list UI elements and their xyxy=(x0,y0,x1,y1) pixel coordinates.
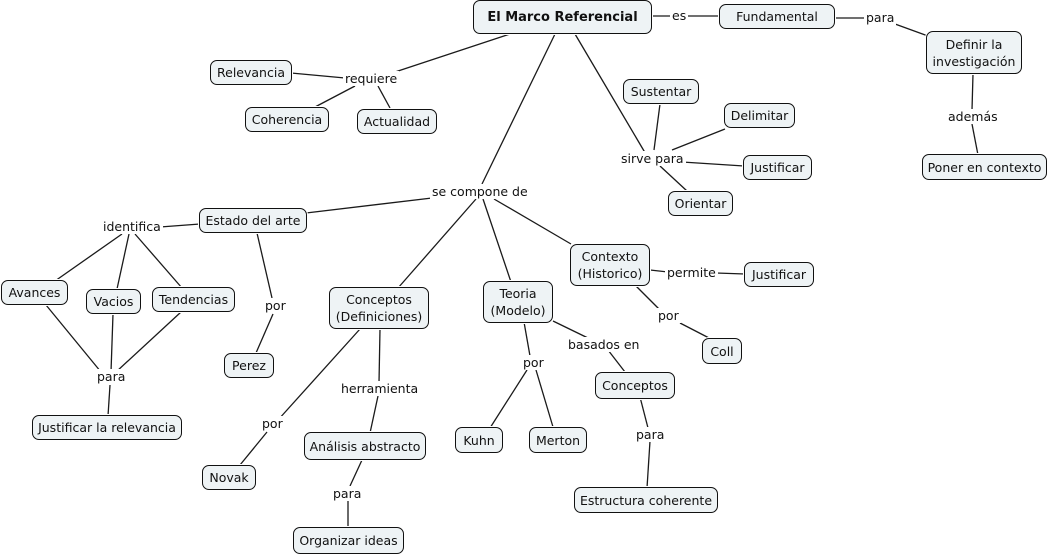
edge xyxy=(116,233,130,290)
link-por-teoria: por xyxy=(521,355,546,370)
concept-merton[interactable]: Merton xyxy=(529,427,587,453)
edge xyxy=(314,85,356,108)
edge xyxy=(107,384,111,417)
edge xyxy=(894,23,929,37)
edge xyxy=(397,198,477,289)
concept-vacios[interactable]: Vacios xyxy=(86,289,141,314)
concept-novak[interactable]: Novak xyxy=(202,465,256,490)
edge xyxy=(681,161,745,167)
concept-fundamental[interactable]: Fundamental xyxy=(719,4,835,29)
edge xyxy=(535,369,554,428)
edge xyxy=(489,369,528,429)
link-para-estructura: para xyxy=(634,427,667,442)
concept-root[interactable]: El Marco Referencial xyxy=(473,0,652,34)
concept-perez[interactable]: Perez xyxy=(224,353,274,378)
edge xyxy=(45,304,102,373)
edge xyxy=(134,233,183,289)
edge xyxy=(159,223,201,228)
edge xyxy=(377,85,391,109)
edge xyxy=(481,33,556,185)
link-es: es xyxy=(670,8,689,23)
edge xyxy=(290,72,346,79)
edge xyxy=(635,285,661,311)
edge xyxy=(239,431,268,466)
concept-tendencias[interactable]: Tendencias xyxy=(152,287,235,312)
edge xyxy=(639,396,649,429)
link-para-top: para xyxy=(864,10,897,25)
link-requiere: requiere xyxy=(343,71,400,86)
concept-estructura-coherente[interactable]: Estructura coherente xyxy=(574,487,718,513)
edge xyxy=(653,103,661,151)
concept-avances[interactable]: Avances xyxy=(1,280,68,305)
link-por-perez: por xyxy=(263,298,288,313)
link-por-coll: por xyxy=(656,308,681,323)
concept-delimitar[interactable]: Delimitar xyxy=(724,103,795,128)
concept-sustentar[interactable]: Sustentar xyxy=(623,79,699,104)
link-se-compone-de: se compone de xyxy=(430,184,530,199)
edge xyxy=(493,198,572,245)
link-sirve-para: sirve para xyxy=(619,151,686,166)
edge xyxy=(349,459,363,487)
edge xyxy=(110,313,114,373)
edge xyxy=(54,233,123,282)
edge xyxy=(523,321,531,357)
concept-contexto-historico[interactable]: Contexto (Historico) xyxy=(570,244,650,286)
concept-coll[interactable]: Coll xyxy=(702,338,742,364)
concept-coherencia[interactable]: Coherencia xyxy=(245,107,329,132)
edge xyxy=(574,33,648,157)
edge xyxy=(378,328,381,384)
edge xyxy=(679,322,712,340)
concept-estado-del-arte[interactable]: Estado del arte xyxy=(199,208,307,233)
edge xyxy=(552,320,591,340)
concept-conceptos-definiciones[interactable]: Conceptos (Definiciones) xyxy=(329,287,429,329)
link-herramienta: herramienta xyxy=(339,381,421,396)
concept-definir-investigacion[interactable]: Definir la investigación xyxy=(926,31,1022,74)
concept-kuhn[interactable]: Kuhn xyxy=(455,427,503,453)
edge xyxy=(607,349,626,373)
link-permite: permite xyxy=(665,265,718,280)
edge xyxy=(256,232,273,299)
link-para-organizar: para xyxy=(331,486,364,501)
link-identifica: identifica xyxy=(101,219,163,234)
edge xyxy=(482,198,512,283)
edge xyxy=(646,440,651,489)
concept-analisis-abstracto[interactable]: Análisis abstracto xyxy=(304,432,426,460)
concept-orientar[interactable]: Orientar xyxy=(668,191,733,216)
edge xyxy=(971,123,979,156)
edge xyxy=(369,395,379,434)
edge xyxy=(255,313,274,354)
edge xyxy=(671,128,726,151)
edge xyxy=(659,165,688,192)
concept-justificar-2[interactable]: Justificar xyxy=(744,262,814,287)
link-por-novak: por xyxy=(260,416,285,431)
link-basados-en: basados en xyxy=(566,337,642,352)
concept-actualidad[interactable]: Actualidad xyxy=(357,109,437,134)
concept-organizar-ideas[interactable]: Organizar ideas xyxy=(293,527,404,554)
edge xyxy=(115,311,182,373)
edge xyxy=(715,272,746,275)
edge xyxy=(305,197,433,214)
link-ademas: además xyxy=(946,109,1000,124)
concept-poner-en-contexto[interactable]: Poner en contexto xyxy=(922,154,1047,180)
concept-justificar-1[interactable]: Justificar xyxy=(743,155,812,180)
edge xyxy=(971,73,974,111)
edge xyxy=(277,328,361,421)
concept-conceptos[interactable]: Conceptos xyxy=(595,372,675,399)
edge xyxy=(394,33,511,73)
concept-relevancia[interactable]: Relevancia xyxy=(210,60,292,85)
concept-justificar-relevancia[interactable]: Justificar la relevancia xyxy=(32,415,182,440)
link-para-left: para xyxy=(95,369,128,384)
concept-teoria-modelo[interactable]: Teoria (Modelo) xyxy=(483,281,553,323)
